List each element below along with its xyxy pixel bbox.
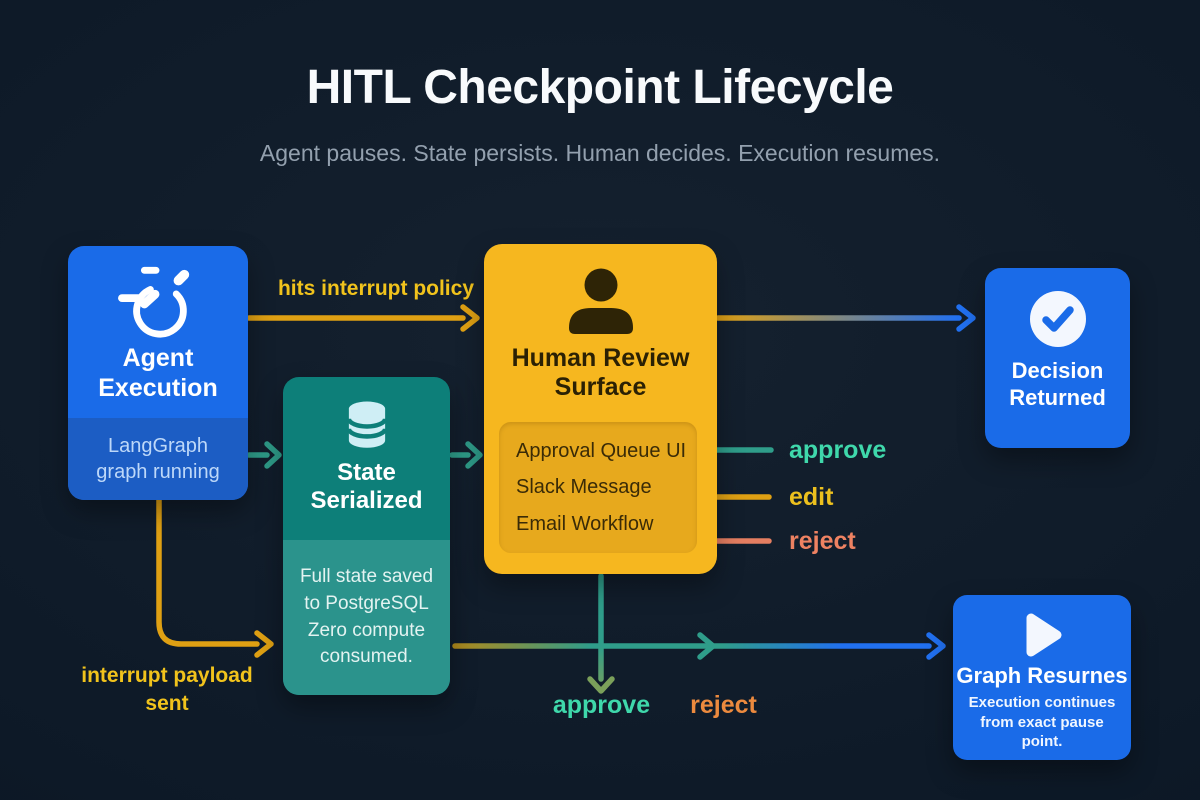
channel-item-email-workflow: Email Workflow bbox=[516, 512, 654, 535]
arrowhead-approve-down-icon bbox=[587, 676, 615, 694]
person-icon bbox=[568, 268, 633, 334]
arrowhead-interrupt-payload-icon bbox=[254, 630, 274, 658]
arrowhead-resume-mid-icon bbox=[697, 632, 716, 660]
edge-label-reject-bottom: reject bbox=[690, 691, 757, 719]
node-title-human-review-surface: Human Review Surface bbox=[511, 344, 690, 401]
arrowhead-human-to-decision-icon bbox=[956, 304, 976, 332]
page-subtitle: Agent pauses. State persists. Human deci… bbox=[259, 140, 941, 166]
node-title-state-serialized: State Serialized bbox=[310, 459, 423, 515]
node-title-graph-resumes: Graph Resurnes bbox=[956, 663, 1128, 688]
node-graph-resumes: Graph Resurnes Execution continues from … bbox=[953, 595, 1131, 760]
stopwatch-icon bbox=[118, 266, 190, 338]
node-decision-returned: Decision Returned bbox=[985, 268, 1130, 448]
node-subtitle-state-serialized: Full state saved to PostgreSQL Zero comp… bbox=[283, 540, 450, 695]
arrowhead-resume-end-icon bbox=[926, 632, 946, 660]
channel-item-slack-message: Slack Message bbox=[516, 476, 652, 498]
node-subtitle-graph-resumes: Execution continues from exact pause poi… bbox=[968, 694, 1116, 750]
edge-label-edit-side: edit bbox=[789, 483, 834, 511]
channel-item-approval-queue-ui: Approval Queue UI bbox=[516, 439, 687, 462]
node-human-review-surface: Human Review Surface Approval Queue UI S… bbox=[484, 244, 717, 574]
edge-label-interrupt-payload-sent: interrupt payload sent bbox=[81, 664, 253, 716]
edge-label-reject-side: reject bbox=[789, 527, 856, 555]
node-agent-execution: Agent Execution LangGraph graph running bbox=[68, 246, 248, 500]
database-icon bbox=[346, 401, 387, 448]
arrowhead-agent-to-state-icon bbox=[264, 441, 282, 469]
edge-label-approve-bottom: approve bbox=[552, 691, 651, 719]
arrowhead-hits-interrupt-icon bbox=[460, 304, 480, 332]
page-title: HITL Checkpoint Lifecycle bbox=[306, 61, 894, 114]
edge-label-approve-side: approve bbox=[789, 436, 887, 464]
edge-interrupt-payload bbox=[156, 497, 260, 647]
node-state-serialized: State Serialized Full state saved to Pos… bbox=[283, 377, 450, 695]
node-subtitle-agent-execution: LangGraph graph running bbox=[68, 418, 248, 500]
node-title-agent-execution: Agent Execution bbox=[98, 344, 218, 402]
arrowhead-state-to-human-icon bbox=[465, 441, 483, 469]
review-channel-list: Approval Queue UI Slack Message Email Wo… bbox=[499, 422, 697, 553]
node-title-decision-returned: Decision Returned bbox=[1009, 358, 1106, 410]
edge-label-hits-interrupt-policy: hits interrupt policy bbox=[277, 277, 474, 300]
check-circle-icon bbox=[1029, 291, 1086, 347]
play-icon bbox=[1026, 613, 1062, 657]
